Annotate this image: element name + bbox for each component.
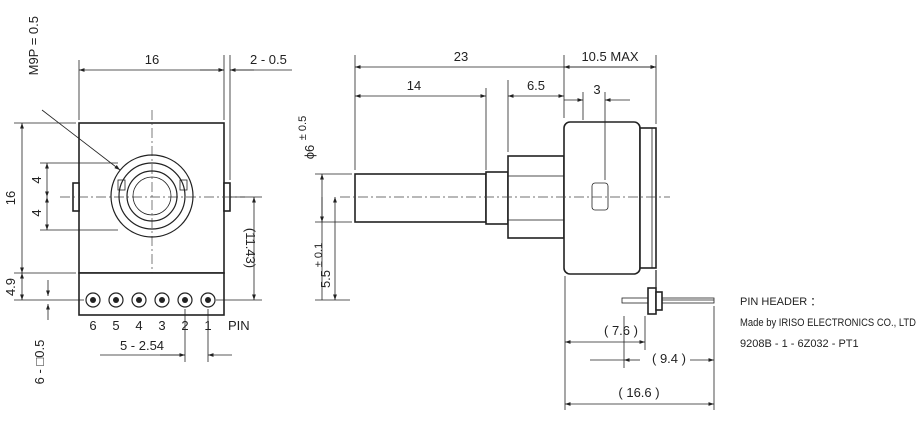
lower-offset-dim: 4 [29, 209, 44, 216]
front-housing [78, 122, 225, 274]
pin-header-note: PIN HEADER ： Made by IRISO ELECTRONICS C… [740, 296, 916, 350]
pin-circles [85, 292, 216, 308]
pin-dim-3: ( 16.6 ) [618, 385, 659, 400]
front-height-dim: 16 [3, 191, 18, 205]
pin-height-dim: 4.9 [3, 278, 18, 296]
front-view: 16 2 - 0.5 M9P = 0.5 16 4 4 4.9 (11.43) … [3, 16, 292, 384]
pin-strip [78, 272, 225, 316]
upper-offset-dim: 4 [29, 176, 44, 183]
shaft-inner-ring [126, 170, 178, 222]
key-dim: 3 [593, 82, 600, 97]
pin-header-title: PIN HEADER ： [740, 296, 821, 308]
pin-header-block [647, 287, 657, 315]
side-view: 23 10.5 MAX 14 6.5 3 ϕ6 ± 0.5 5.5 ± 0.1 … [297, 49, 715, 410]
pin-number: 6 [89, 318, 96, 333]
pin-dim-1: ( 7.6 ) [604, 323, 638, 338]
shaft-outer-ring [110, 154, 194, 238]
stop-key [591, 182, 609, 211]
front-width-dim: 16 [145, 52, 159, 67]
pin-size-dim: 6 - □0.5 [32, 340, 47, 385]
body-max-dim: 10.5 MAX [581, 49, 638, 64]
shaft-length-dim: 14 [407, 78, 421, 93]
back-plate [639, 127, 657, 269]
bushing [507, 155, 565, 239]
pin-header-pin [661, 297, 715, 304]
pin-number: 3 [158, 318, 165, 333]
shaft-diameter-tol: ± 0.5 [297, 116, 309, 140]
pin-header-maker: Made by IRISO ELECTRONICS CO., LTD [740, 317, 916, 329]
m9p-label: M9P = 0.5 [26, 16, 41, 75]
pin-label: PIN [228, 318, 250, 333]
pin-dim-2: ( 9.4 ) [652, 351, 686, 366]
shaft-diameter-dim: ϕ6 [302, 145, 317, 160]
side-housing [563, 121, 641, 275]
shaft-mid-ring [118, 162, 186, 230]
shaft-collar [485, 171, 509, 225]
shaft [354, 173, 487, 223]
pin-pitch-dim: 5 - 2.54 [120, 338, 164, 353]
pin-number: 5 [112, 318, 119, 333]
pin-header-part: 9208B - 1 - 6Z032 - PT1 [740, 338, 859, 350]
bushing-dim: 6.5 [527, 78, 545, 93]
shaft-bore [132, 176, 172, 216]
pin-number: 4 [135, 318, 142, 333]
overall-length-dim: 23 [454, 49, 468, 64]
pin-number: 1 [204, 318, 211, 333]
flat-dim: 5.5 [318, 270, 333, 288]
flat-tol: ± 0.1 [313, 243, 325, 267]
pin-number: 2 [181, 318, 188, 333]
side-gap-dim: 2 - 0.5 [250, 52, 287, 67]
pin-row-dim: (11.43) [243, 228, 258, 268]
